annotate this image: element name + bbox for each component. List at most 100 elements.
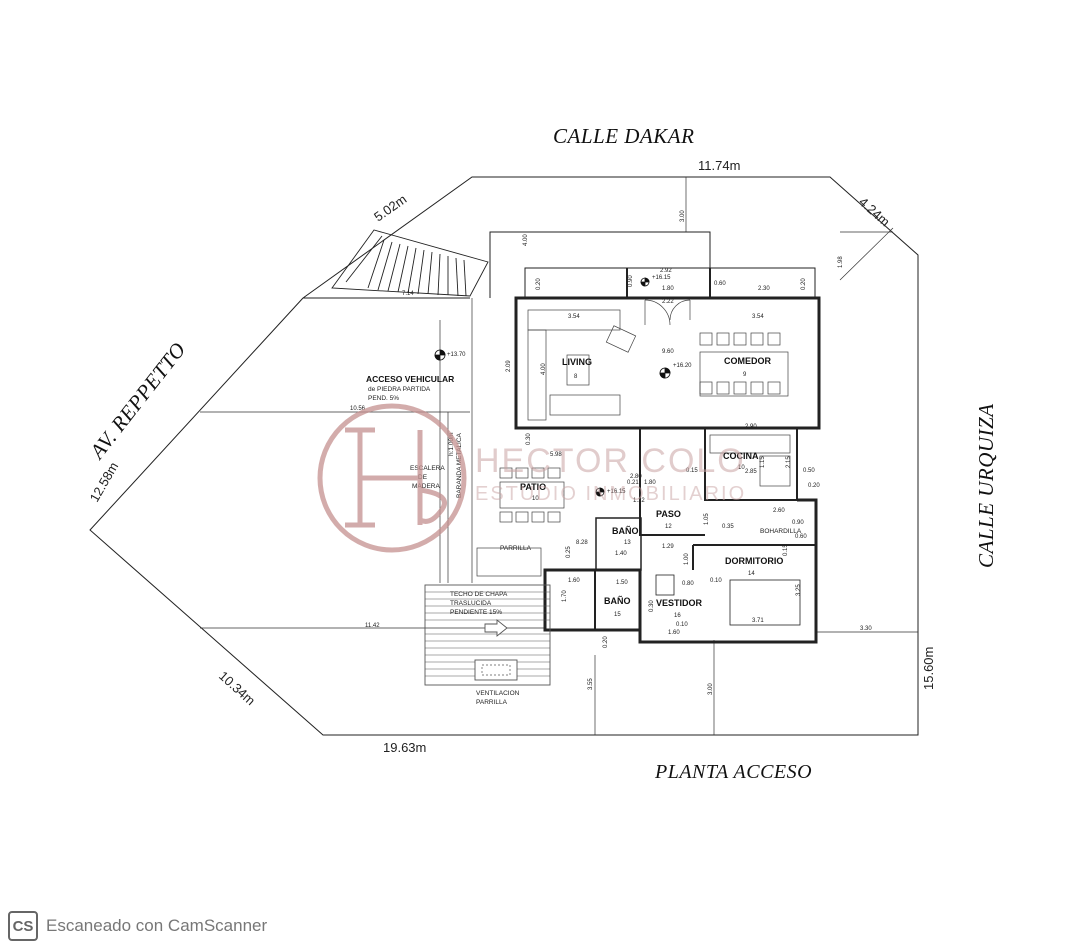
dim-label: 0.15 <box>686 468 698 474</box>
parrilla-roof <box>424 584 551 686</box>
dim-label: 2.80 <box>630 474 642 480</box>
dim-label: 0.60 <box>795 534 807 540</box>
dim-label: 8.28 <box>576 540 588 546</box>
note-techo-3: PENDIENTE 15% <box>450 609 502 616</box>
street-top: CALLE DAKAR <box>553 124 694 148</box>
level-marker-access <box>434 349 446 361</box>
dim-label: 3.00 <box>680 210 686 222</box>
dim-label: 3.25 <box>796 584 802 596</box>
patio-chairs <box>499 467 565 523</box>
dim-label: 5.98 <box>550 452 562 458</box>
watermark-sub: ESTUDIO INMOBILIARIO <box>475 483 746 505</box>
room-paso: PASO <box>656 509 681 519</box>
room-bano-1: BAÑO <box>612 526 639 536</box>
room-patio-num: 10 <box>532 496 539 502</box>
room-bano-2-num: 15 <box>614 612 621 618</box>
dim-label: 2.30 <box>758 286 770 292</box>
note-techo-2: TRASLUCIDA <box>450 600 492 607</box>
dim-label: 9.60 <box>662 349 674 355</box>
level-upper: +16.15 <box>652 275 671 281</box>
dim-label: 2.22 <box>662 299 674 305</box>
dim-label: 3.00 <box>708 683 714 695</box>
room-living: LIVING <box>562 357 592 367</box>
room-comedor: COMEDOR <box>724 356 772 366</box>
measure-top-left: 5.02m <box>371 191 409 224</box>
dim-label: 1.15 <box>760 456 766 468</box>
measure-bottom: 19.63m <box>383 740 426 755</box>
dim-label: 0.10 <box>710 578 722 584</box>
construction-lines <box>200 177 918 735</box>
note-acceso-sub: de PIEDRA PARTIDA <box>368 386 431 393</box>
level-markers <box>434 277 671 497</box>
dim-label: 0.20 <box>801 278 807 290</box>
dim-label: 2.92 <box>660 268 672 274</box>
note-vent-1: VENTILACION <box>476 690 520 697</box>
room-vestidor-num: 16 <box>674 613 681 619</box>
level-access: +13.70 <box>447 352 466 358</box>
scanner-footer: CS Escaneado con CamScanner <box>8 911 267 941</box>
label-escalera-de: DE <box>418 474 428 481</box>
measure-top-right: 4.24m <box>856 194 893 229</box>
lot-outline <box>89 176 919 736</box>
dim-label: 0.10 <box>676 622 688 628</box>
measure-left: 12.58m <box>87 459 122 504</box>
room-paso-num: 12 <box>665 524 672 530</box>
house-walls <box>489 231 821 644</box>
dim-label: 1.80 <box>644 480 656 486</box>
dim-label: 0.60 <box>714 281 726 287</box>
note-baranda: BARANDA METALICA <box>456 432 463 498</box>
doors <box>644 299 691 326</box>
dim-label: 0.35 <box>722 524 734 530</box>
dim-label: 1.80 <box>662 286 674 292</box>
dim-label: 1.05 <box>704 513 710 525</box>
note-acceso-pend: PEND. 5% <box>368 395 399 402</box>
level-marker-main <box>659 367 671 379</box>
dim-label: 2.90 <box>745 424 757 430</box>
dim-label: 1.98 <box>838 256 844 268</box>
exterior-stair <box>331 229 489 297</box>
dim-label: 0.80 <box>682 581 694 587</box>
dim-label: 3.71 <box>752 618 764 624</box>
dimension-labels: 7.14 4.00 3.00 2.92 1.80 0.60 2.30 0.20 … <box>350 210 872 695</box>
dim-label: 1.40 <box>615 551 627 557</box>
room-bano-2: BAÑO <box>604 596 631 606</box>
watermark-name: HECTOR COLO <box>475 442 746 480</box>
dim-label: 7.14 <box>402 291 414 297</box>
watermark-monogram <box>345 427 447 528</box>
room-dormitorio-num: 14 <box>748 571 755 577</box>
dim-label: 1.50 <box>616 580 628 586</box>
footer-text: Escaneado con CamScanner <box>46 916 268 935</box>
label-parrilla: PARRILLA <box>500 545 532 552</box>
watermark: HECTOR COLO ESTUDIO INMOBILIARIO <box>317 403 746 553</box>
note-acceso: ACCESO VEHICULAR <box>366 374 454 384</box>
dim-label: 3.54 <box>752 314 764 320</box>
measure-top: 11.74m <box>698 158 740 173</box>
dim-label: 4.00 <box>541 363 547 375</box>
dim-label: 2.85 <box>745 469 757 475</box>
street-right: CALLE URQUIZA <box>974 403 998 568</box>
dim-label: 0.20 <box>808 483 820 489</box>
dim-label: 4.00 <box>523 234 529 246</box>
label-bohardilla: BOHARDILLA <box>760 528 802 535</box>
note-baranda-h: h:1.00m <box>448 433 455 457</box>
street-left: AV. REPPETTO <box>84 337 191 464</box>
watermark-logo <box>317 403 467 553</box>
level-patio: +16.15 <box>607 489 626 495</box>
note-techo-1: TECHO DE CHAPA <box>450 591 508 598</box>
dining-chairs <box>699 332 781 395</box>
room-bano-1-num: 13 <box>624 540 631 546</box>
room-vestidor: VESTIDOR <box>656 598 703 608</box>
dim-label: 0.20 <box>536 278 542 290</box>
note-vent-2: PARRILLA <box>476 699 508 706</box>
dim-label: 3.54 <box>568 314 580 320</box>
room-dormitorio: DORMITORIO <box>725 556 783 566</box>
dim-label: 2.09 <box>506 360 512 372</box>
dim-label: 0.21 <box>627 480 639 486</box>
dim-label: 0.20 <box>603 636 609 648</box>
dim-label: 0.90 <box>628 275 634 287</box>
room-cocina-num: 10 <box>738 465 745 471</box>
dim-label: 1.12 <box>633 498 645 504</box>
dim-label: 0.25 <box>566 546 572 558</box>
level-main: +16.20 <box>673 363 692 369</box>
